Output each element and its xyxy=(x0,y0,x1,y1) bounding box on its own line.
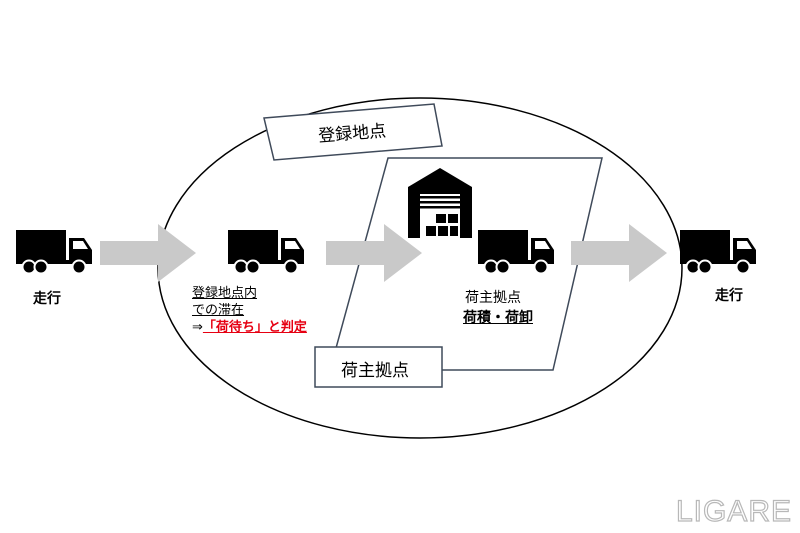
warehouse-icon xyxy=(408,168,472,238)
registered-point-label: 登録地点 xyxy=(317,121,387,147)
stay-line-1: 登録地点内 xyxy=(192,286,258,301)
waiting-judgement: 「荷待ち」と判定 xyxy=(202,320,307,335)
arrow-icon xyxy=(326,224,422,282)
arrow-icon xyxy=(571,224,667,282)
stay-description: 登録地点内 での滞在 ⇒「荷待ち」と判定 xyxy=(192,285,307,336)
stay-line-2: での滞在 xyxy=(192,303,245,318)
truck-icon xyxy=(15,229,93,275)
truck-icon xyxy=(679,229,757,275)
shipper-base-title: 荷主拠点 xyxy=(465,290,521,306)
stay-arrow-prefix: ⇒ xyxy=(192,320,203,335)
registered-point-box xyxy=(263,103,443,161)
stay-line-3: ⇒「荷待ち」と判定 xyxy=(192,319,307,336)
run-label-right: 走行 xyxy=(715,288,743,304)
run-label-left: 走行 xyxy=(33,291,61,307)
truck-icon xyxy=(227,229,305,275)
shipper-base-box xyxy=(314,346,443,388)
ligare-watermark: LIGARE xyxy=(675,494,792,528)
arrow-icon xyxy=(100,224,196,282)
shipper-base-parallelogram xyxy=(329,157,603,371)
shipper-base-box-label: 荷主拠点 xyxy=(341,361,409,381)
loading-unloading-label: 荷積・荷卸 xyxy=(463,310,533,326)
